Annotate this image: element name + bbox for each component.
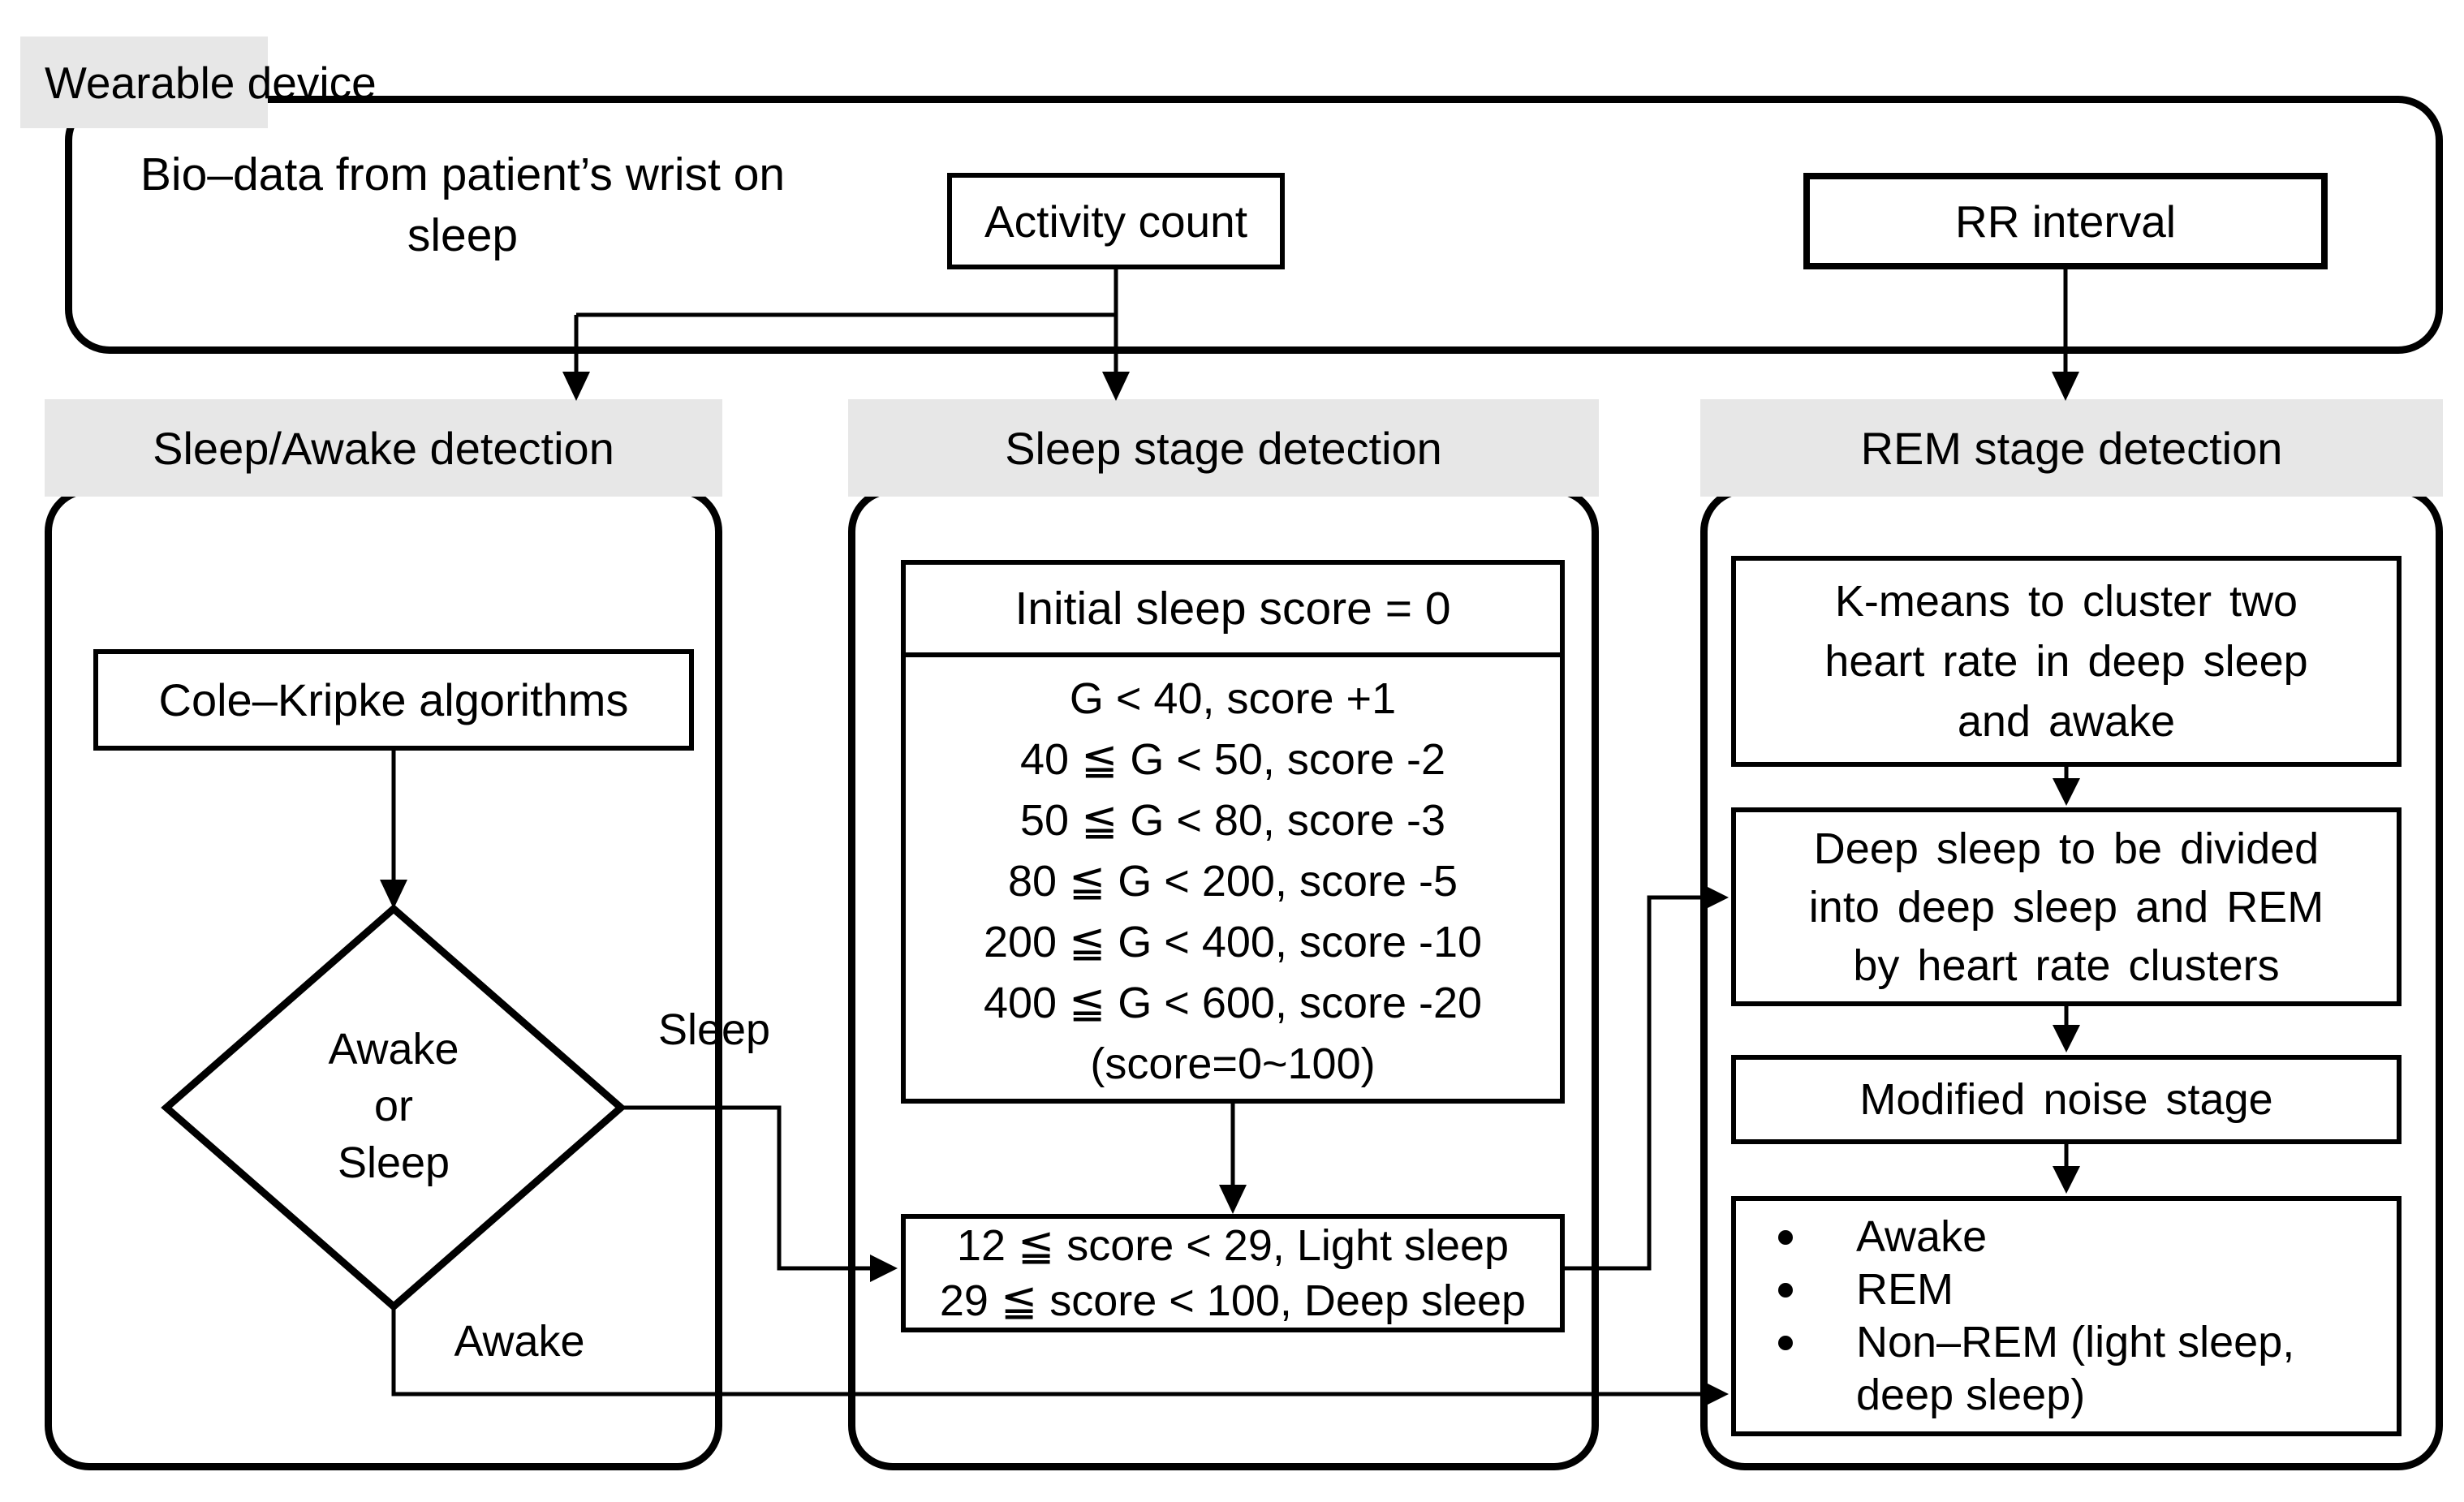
score-rule-4: 80 ≦ G < 200, score -5 [1007, 857, 1458, 906]
score-rule-6: 400 ≦ G < 600, score -20 [983, 979, 1483, 1027]
arrowhead-divide-box [1701, 884, 1729, 911]
header-sleep-awake-text: Sleep/Awake detection [153, 422, 614, 474]
output-bullet-nonrem-cont: deep sleep) [1736, 1369, 2397, 1422]
divide-line3: by heart rate clusters [1853, 940, 2280, 990]
bio-data-line1: Bio–data from patient’s wrist [140, 148, 721, 200]
score-classification-box: 12 ≦ score < 29, Light sleep 29 ≦ score … [901, 1214, 1565, 1332]
header-rem-stage-detection: REM stage detection [1700, 399, 2443, 497]
header-sleep-stage-detection: Sleep stage detection [848, 399, 1599, 497]
arrowhead-output-top [2053, 1166, 2080, 1194]
arrowhead-noise-box [2053, 1025, 2080, 1052]
arrowhead-classification-top [1219, 1185, 1247, 1214]
rr-interval-box: RR interval [1803, 173, 2328, 269]
arrowhead-sleep-awake [562, 372, 590, 401]
arrowhead-divide-top [2053, 778, 2080, 806]
line-sleep-branch [621, 1105, 891, 1271]
classify-light-sleep: 12 ≦ score < 29, Light sleep [956, 1221, 1510, 1270]
arrowhead-diamond [380, 880, 407, 909]
divide-line2: into deep sleep and REM [1808, 882, 2324, 932]
output-bullet-nonrem: Non–REM (light sleep, [1736, 1316, 2397, 1369]
output-awake-text: Awake [1856, 1212, 1988, 1261]
output-rem-text: REM [1856, 1265, 1954, 1314]
output-bullet-rem: REM [1736, 1263, 2397, 1316]
score-rules-list: G < 40, score +1 40 ≦ G < 50, score -2 5… [906, 657, 1560, 1095]
kmeans-line1: K-means to cluster two [1834, 577, 2298, 626]
score-rule-1: G < 40, score +1 [1069, 674, 1397, 723]
bio-data-text: Bio–data from patient’s wrist on sleep [106, 144, 820, 266]
kmeans-box: K-means to cluster two heart rate in dee… [1731, 556, 2402, 767]
cole-kripke-text: Cole–Kripke algorithms [158, 674, 629, 725]
arrowhead-classification [870, 1255, 898, 1282]
arrowhead-sleep-stage [1102, 372, 1130, 401]
decision-line2: or [373, 1082, 413, 1130]
bullet-dot-icon [1778, 1282, 1793, 1298]
cole-kripke-box: Cole–Kripke algorithms [93, 649, 694, 751]
score-rule-2: 40 ≦ G < 50, score -2 [1020, 735, 1445, 784]
output-bullet-awake: Awake [1736, 1211, 2397, 1263]
output-nonrem-text: Non–REM (light sleep, [1856, 1318, 2295, 1366]
wearable-device-label: Wearable device [20, 37, 377, 128]
initial-sleep-score-text: Initial sleep score = 0 [1014, 583, 1451, 635]
line-classification-to-divide [1565, 895, 1721, 1271]
rr-interval-text: RR interval [1954, 196, 2177, 247]
score-rule-5: 200 ≦ G < 400, score -10 [983, 918, 1483, 966]
line-awake-branch [391, 1306, 1721, 1397]
modified-noise-stage-box: Modified noise stage [1731, 1055, 2402, 1144]
decision-line3: Sleep [337, 1138, 450, 1187]
bio-data-line2: on sleep [407, 148, 786, 262]
deep-sleep-divide-box: Deep sleep to be divided into deep sleep… [1731, 807, 2402, 1006]
rem-output-box: Awake REM Non–REM (light sleep, deep sle… [1731, 1196, 2402, 1436]
score-rule-3: 50 ≦ G < 80, score -3 [1020, 796, 1445, 845]
header-sleep-awake-detection: Sleep/Awake detection [45, 399, 722, 497]
bullet-dot-icon [1778, 1335, 1793, 1350]
divide-line1: Deep sleep to be divided [1813, 824, 2320, 873]
decision-diamond-text: Awake or Sleep [248, 1021, 540, 1191]
header-sleep-stage-text: Sleep stage detection [1005, 422, 1442, 474]
branch-sleep-text: Sleep [657, 1005, 771, 1054]
header-rem-stage-text: REM stage detection [1860, 422, 2283, 474]
kmeans-line3: and awake [1957, 697, 2176, 746]
score-rule-range: (score=0~100) [1090, 1039, 1376, 1088]
bullet-dot-icon [1778, 1229, 1793, 1245]
decision-line1: Awake [328, 1025, 459, 1074]
branch-label-sleep: Sleep [629, 1005, 799, 1055]
initial-sleep-score-title: Initial sleep score = 0 [906, 565, 1560, 657]
modified-noise-text: Modified noise stage [1859, 1075, 2273, 1124]
branch-label-awake: Awake [410, 1316, 629, 1366]
sleep-score-box: Initial sleep score = 0 G < 40, score +1… [901, 560, 1565, 1104]
activity-count-text: Activity count [984, 196, 1247, 247]
output-nonrem-cont-text: deep sleep) [1856, 1371, 2086, 1419]
kmeans-line2: heart rate in deep sleep [1824, 637, 2308, 686]
wearable-device-label-text: Wearable device [45, 57, 377, 108]
branch-awake-text: Awake [454, 1317, 585, 1366]
arrowhead-rem-stage [2052, 372, 2079, 401]
arrowhead-output-box [1701, 1380, 1729, 1408]
wearable-device-container [65, 96, 2443, 354]
classify-deep-sleep: 29 ≦ score < 100, Deep sleep [939, 1276, 1527, 1325]
activity-count-box: Activity count [947, 173, 1285, 269]
